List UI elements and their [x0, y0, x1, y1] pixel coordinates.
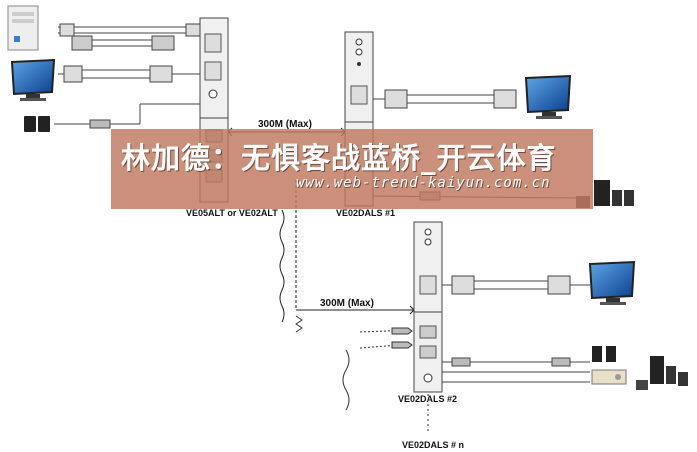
monitor-receiver2-icon	[588, 260, 636, 305]
watermark-title: 林加德：无惧客战蓝桥_开云体育	[121, 141, 557, 175]
vga-cable-pc	[58, 23, 201, 51]
distance-label-top: 300M (Max)	[258, 119, 312, 130]
watermark-url: www.web-trend-kaiyun.com.cn	[296, 175, 551, 191]
transmitter-label: VE05ALT or VE02ALT	[186, 208, 278, 218]
monitor-left-icon	[10, 58, 56, 101]
vga-cable-receiver1	[373, 89, 517, 109]
vga-cable-monitor	[58, 65, 200, 83]
audio-cables-receiver2	[442, 357, 590, 383]
speakers-left-icon	[24, 116, 50, 132]
speakers-receiver2-icon	[592, 346, 616, 362]
distance-label-mid: 300M (Max)	[320, 298, 374, 309]
receiver1-label: VE02DALS #1	[336, 208, 395, 218]
receiverN-label: VE02DALS # n	[402, 440, 464, 450]
receiver2-device	[413, 221, 443, 393]
audio-cable-left	[54, 103, 200, 129]
monitor-receiver1-icon	[524, 74, 572, 119]
vga-cable-receiver2	[442, 275, 590, 295]
network-extension-line	[295, 315, 429, 434]
pc-tower-icon	[7, 5, 39, 51]
watermark-banner: 林加德：无惧客战蓝桥_开云体育 www.web-trend-kaiyun.com…	[111, 129, 593, 209]
amplifier-icon	[591, 369, 627, 385]
speaker-set-receiver2-icon	[636, 356, 688, 390]
